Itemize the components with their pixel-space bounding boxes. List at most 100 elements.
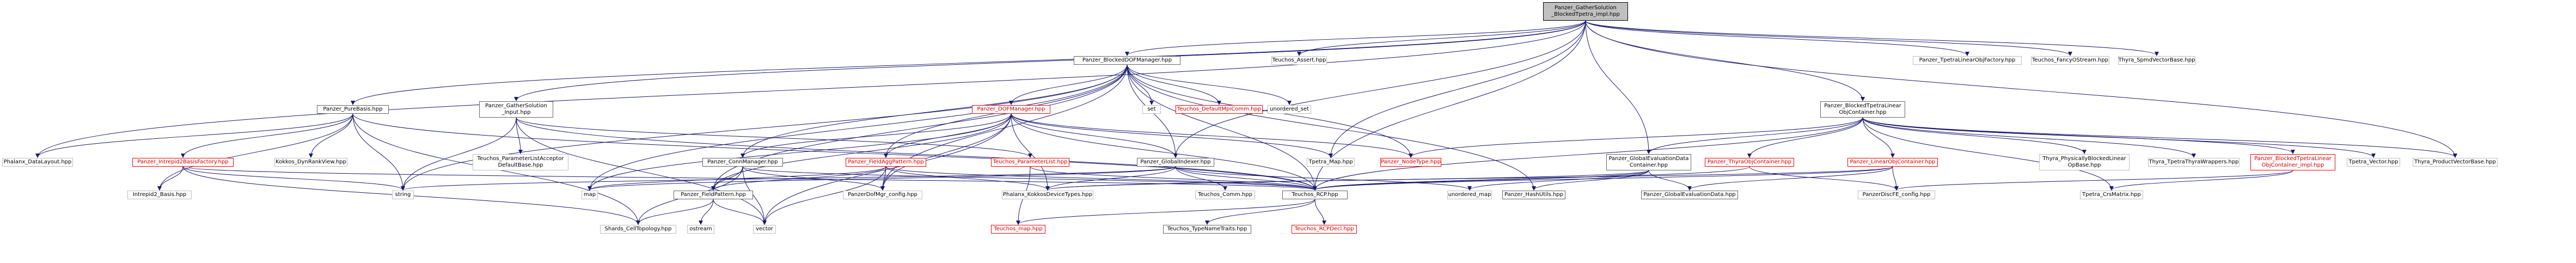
- node-label: Panzer_BlockedTpetraLinear ObjContainer.…: [1824, 103, 1901, 115]
- node-label: Panzer_GlobalIndexer.hpp: [1140, 159, 1211, 165]
- node-hash-utils[interactable]: Panzer_HashUtils.hpp: [1502, 191, 1565, 199]
- edge-global_indexer-to-string: [401, 166, 1176, 191]
- edge-dof_manager-to-node_type: [1011, 113, 1413, 158]
- node-vector: vector: [753, 225, 776, 234]
- node-linear-obj-container[interactable]: Panzer_LinearObjContainer.hpp: [1847, 158, 1938, 167]
- node-teuchos-rcp-decl[interactable]: Teuchos_RCPDecl.hpp: [1292, 225, 1357, 234]
- node-dof-manager[interactable]: Panzer_DOFManager.hpp: [972, 105, 1050, 114]
- edge-dof_manager-to-tpetra_map: [1011, 113, 1333, 158]
- node-label: PanzerDiscFE_config.hpp: [1862, 192, 1931, 198]
- edge-dof_manager-to-teuchos_rcp: [1011, 113, 1317, 191]
- node-field-pattern[interactable]: Panzer_FieldPattern.hpp: [674, 191, 753, 199]
- node-label: Tpetra_CrsMatrix.hpp: [2082, 192, 2141, 198]
- edge-pure_basis-to-string: [352, 113, 405, 191]
- edge-blocked_dof-to-dof_manager: [1009, 64, 1128, 105]
- edge-root-to-phalanx_datalayout: [35, 20, 1586, 158]
- node-teuchos-rcp[interactable]: Teuchos_RCP.hpp: [1282, 191, 1348, 199]
- edge-fieldagg_pattern-to-teuchos_rcp: [885, 166, 1317, 191]
- edge-blocked_tpetra_container-to-tpetra_vector: [1862, 117, 2376, 158]
- edge-blocked_tpetra_container-to-teuchos_rcp: [1313, 117, 1863, 191]
- edge-blocked_tpetra_container-to-thyra_container: [1747, 117, 1863, 158]
- edge-dof_manager-to-map: [588, 113, 1012, 191]
- edge-intrepid2_basisfactory-to-teuchos_rcp: [182, 166, 1317, 191]
- node-intrepid2-basis: Intrepid2_Basis.hpp: [127, 191, 192, 199]
- node-pure-basis[interactable]: Panzer_PureBasis.hpp: [317, 105, 389, 114]
- edge-pure_basis-to-intrepid2_basis: [157, 113, 353, 191]
- node-label: Teuchos_Comm.hpp: [1198, 192, 1252, 198]
- edge-root-to-pure_basis: [351, 20, 1586, 105]
- node-global-evaluation-data[interactable]: Panzer_GlobalEvaluationData.hpp: [1641, 191, 1738, 199]
- edge-teuchos_rcp-to-teuchos_rcpdecl: [1314, 199, 1326, 225]
- node-kokkos-dyn-rank-view: Kokkos_DynRankView.hpp: [274, 158, 347, 167]
- node-label: vector: [756, 226, 773, 232]
- node-label: Panzer_FieldAggPattern.hpp: [848, 159, 924, 165]
- edge-pure_basis-to-intrepid2_basisfactory: [181, 113, 353, 158]
- node-global-evaluation-data-container[interactable]: Panzer_GlobalEvaluationData Container.hp…: [1606, 154, 1691, 170]
- edge-gather_input-to-vector: [516, 117, 767, 225]
- edge-dof_manager-to-global_indexer: [1011, 113, 1178, 158]
- edge-fieldagg_pattern-to-map: [588, 166, 886, 191]
- node-label: string: [395, 192, 411, 198]
- node-label: Thyra_PhysicallyBlockedLinear OpBase.hpp: [2042, 156, 2126, 168]
- node-map: map: [582, 191, 598, 199]
- node-global-indexer[interactable]: Panzer_GlobalIndexer.hpp: [1137, 158, 1214, 167]
- edge-blocked_tpetra_container-to-blocked_tpetra_impl: [1862, 117, 2295, 154]
- node-conn-manager[interactable]: Panzer_ConnManager.hpp: [702, 158, 783, 167]
- node-label: Panzer_Intrepid2BasisFactory.hpp: [137, 159, 229, 165]
- edge-gather_input-to-teuchos_paramlist: [516, 117, 1032, 158]
- edge-teuchos_rcp-to-teuchos_map: [1016, 199, 1315, 225]
- edge-fieldagg_pattern-to-vector: [762, 166, 886, 225]
- node-label: Panzer_HashUtils.hpp: [1504, 192, 1563, 198]
- edge-teuchos_rcp-to-teuchos_typenametraits: [1205, 199, 1315, 225]
- edge-root-to-thyra_spmd: [1585, 20, 2159, 56]
- node-teuchos-parameter-list[interactable]: Teuchos_ParameterList.hpp: [991, 158, 1069, 167]
- node-label: Teuchos_ParameterList.hpp: [993, 159, 1068, 165]
- edge-global_eval_container-to-unordered_map: [1467, 170, 1649, 191]
- edge-blocked_tpetra_container-to-linear_obj_container: [1862, 117, 1895, 158]
- edge-dof_manager-to-vector: [762, 113, 1012, 225]
- edge-blocked_dof-to-hash_utils: [1127, 64, 1536, 191]
- node-label: Shards_CellTopology.hpp: [604, 226, 672, 232]
- node-label: unordered_set: [1270, 106, 1309, 112]
- edge-blocked_dof-to-unordered_set: [1127, 64, 1292, 105]
- node-teuchos-type-name-traits[interactable]: Teuchos_TypeNameTraits.hpp: [1163, 225, 1251, 234]
- node-intrepid2-basis-factory[interactable]: Panzer_Intrepid2BasisFactory.hpp: [132, 158, 234, 167]
- edge-blocked_tpetra_container-to-thyra_tpetrawrappers: [1862, 117, 2196, 158]
- edge-intrepid2_basisfactory-to-intrepid2_basis: [157, 166, 183, 191]
- edge-blocked_dof-to-teuchos_rcp: [1127, 64, 1317, 191]
- edge-blocked_tpetra_container-to-global_eval_container: [1647, 117, 1863, 154]
- node-label: Teuchos_Assert.hpp: [1272, 57, 1326, 63]
- node-teuchos-comm: Teuchos_Comm.hpp: [1195, 191, 1255, 199]
- edge-blocked_dof-to-map: [588, 64, 1128, 191]
- node-blocked-tpetra-linear-obj-container[interactable]: Panzer_BlockedTpetraLinear ObjContainer.…: [1820, 101, 1905, 118]
- node-label: Panzer_FieldPattern.hpp: [681, 192, 746, 198]
- edge-root-to-global_eval_container: [1585, 20, 1651, 154]
- node-field-agg-pattern[interactable]: Panzer_FieldAggPattern.hpp: [846, 158, 926, 167]
- node-teuchos-map[interactable]: Teuchos_map.hpp: [991, 225, 1045, 234]
- node-teuchos-default-mpi-comm[interactable]: Teuchos_DefaultMpiComm.hpp: [1176, 105, 1263, 114]
- node-blocked-tpetra-container-impl[interactable]: Panzer_BlockedTpetraLinear ObjContainer_…: [2250, 154, 2335, 170]
- node-unordered-set: unordered_set: [1268, 105, 1311, 114]
- edge-global_eval_container-to-hash_utils: [1532, 170, 1649, 191]
- edge-conn_manager-to-teuchos_rcp: [742, 166, 1317, 191]
- node-node-type[interactable]: Panzer_NodeType.hpp: [1380, 158, 1441, 167]
- edge-root-to-teuchos_assert: [1297, 20, 1586, 56]
- edge-blocked_tpetra_impl-to-discfe_config: [1894, 170, 2293, 191]
- edge-field_pattern-to-ostream: [699, 199, 714, 225]
- edge-blocked_tpetra_impl-to-tpetra_crsmatrix: [2109, 170, 2293, 191]
- node-label: PanzerDofMgr_config.hpp: [848, 192, 917, 198]
- edge-thyra_container-to-teuchos_rcp: [1313, 166, 1750, 191]
- edge-teuchos_paramlist-to-teuchos_rcp: [1030, 166, 1317, 191]
- node-label: Panzer_GatherSolution _Input.hpp: [485, 103, 547, 115]
- node-blocked-dof-manager[interactable]: Panzer_BlockedDOFManager.hpp: [1074, 56, 1180, 65]
- node-label: Panzer_ConnManager.hpp: [707, 159, 778, 165]
- node-string: string: [392, 191, 414, 199]
- node-phalanx-kokkos-device-types: Phalanx_KokkosDeviceTypes.hpp: [1002, 191, 1093, 199]
- node-label: Panzer_GatherSolution _BlockedTpetra_imp…: [1551, 5, 1620, 17]
- node-label: Teuchos_FancyOStream.hpp: [2032, 57, 2109, 63]
- edge-blocked_tpetra_container-to-tpetra_crsmatrix: [1862, 117, 2114, 191]
- node-gather-solution-input[interactable]: Panzer_GatherSolution _Input.hpp: [479, 101, 553, 118]
- edge-root-to-teuchos_rcp: [1313, 20, 1586, 191]
- node-thyra-obj-container[interactable]: Panzer_ThyraObjContainer.hpp: [1705, 158, 1794, 167]
